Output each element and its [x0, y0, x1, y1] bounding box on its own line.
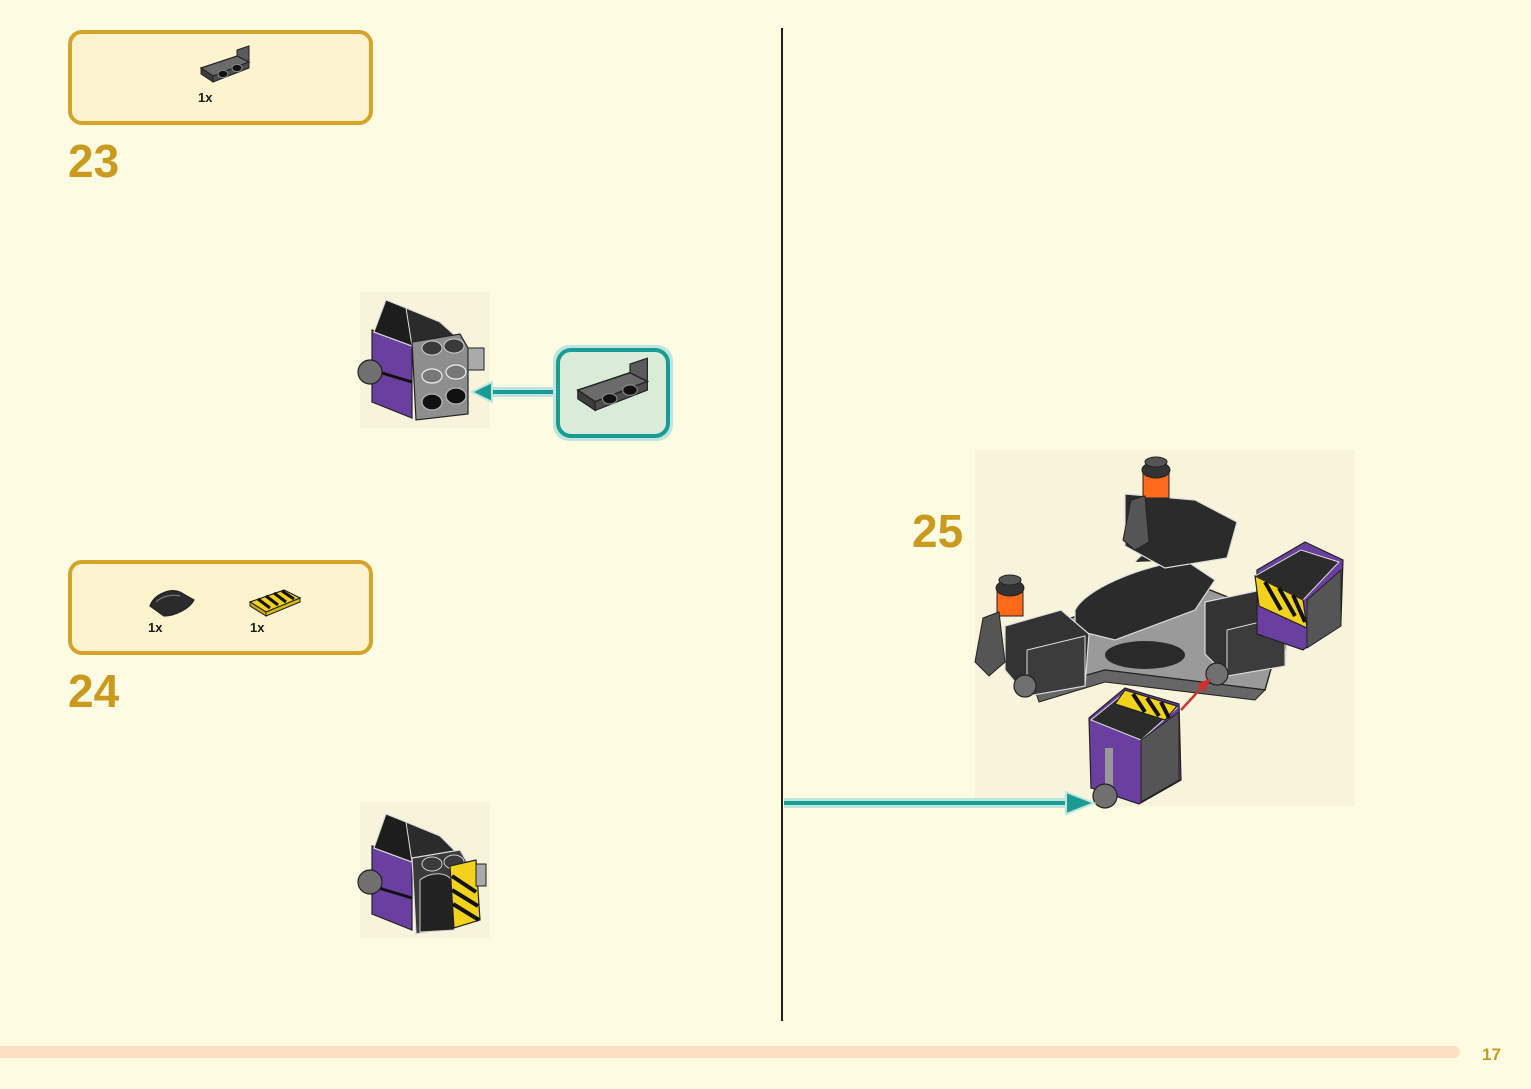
teal-arrow-to-step-25: [784, 790, 1096, 816]
part-quantity: 1x: [198, 90, 212, 105]
part-quantity: 1x: [250, 620, 264, 635]
page-number: 17: [1482, 1045, 1501, 1065]
parts-callout-step-23: 1x: [68, 30, 373, 125]
step-24-assembly-illustration: [350, 800, 500, 945]
step-23-assembly-illustration: [350, 290, 500, 435]
step-number-25: 25: [912, 508, 963, 554]
step-number-23: 23: [68, 138, 119, 184]
curved-slope-part-icon: [146, 588, 198, 620]
step-number-24: 24: [68, 668, 119, 714]
footer-bar: [0, 1046, 1460, 1058]
new-part-callout-step-23: [552, 344, 674, 442]
parts-callout-step-24: 1x 1x: [68, 560, 373, 655]
striped-tile-part-icon: [248, 588, 302, 616]
page-column-divider: [781, 28, 783, 1021]
teal-arrow-step-23: [470, 380, 562, 406]
step-25-assembly-illustration: [965, 450, 1365, 810]
part-quantity: 1x: [148, 620, 162, 635]
bracket-plate-part-icon: [197, 50, 253, 84]
